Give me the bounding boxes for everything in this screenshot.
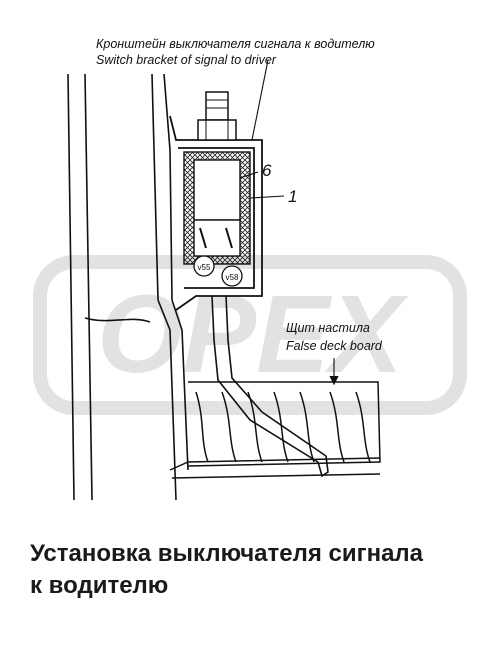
bracket-label-ru: Кронштейн выключателя сигнала к водителю [96,37,375,51]
watermark-logo: OPEX [33,255,467,415]
leader-bracket [251,59,269,141]
false-deck-board [169,381,381,479]
false-deck-label-en: False deck board [286,339,383,353]
terminal-tag-v58-text: v58 [226,273,239,282]
switch-bracket [169,115,263,311]
cab-wall [67,73,189,501]
signal-switch [183,91,251,265]
wire-terminals: v55 v58 [193,255,243,287]
leader-callout-1 [249,195,285,199]
callout-6: 6 [262,161,272,180]
switch-plunger [205,91,229,121]
diagram-caption: Установка выключателя сигнала к водителю [30,538,480,602]
callout-1: 1 [288,187,297,206]
terminal-tag-v55 [193,255,215,277]
leader-lines [239,59,339,386]
switch-nut [197,119,237,141]
caption-line-2: к водителю [30,572,169,599]
leader-callout-6 [239,171,259,179]
caption-line-1: Установка выключателя сигнала [30,540,424,567]
bracket-label-en: Switch bracket of signal to driver [96,53,277,67]
switch-housing [193,159,241,221]
false-deck-label-ru: Щит настила [286,321,370,335]
watermark-text: OPEX [97,273,408,396]
switch-terminal-block [193,219,241,257]
wire-harness [211,295,329,478]
terminal-tag-v58 [221,265,243,287]
terminal-tag-v55-text: v55 [198,263,211,272]
